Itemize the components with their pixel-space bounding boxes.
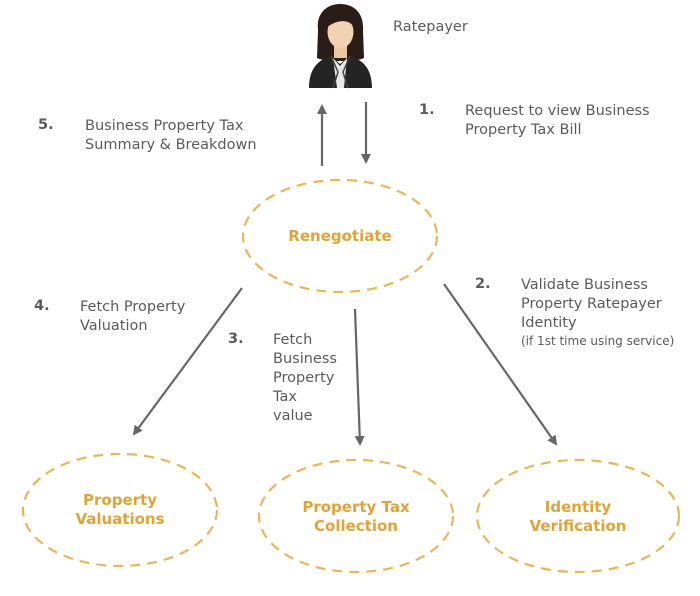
step-3-number: 3. (228, 331, 244, 347)
ratepayer-label: Ratepayer (393, 19, 468, 35)
property-tax-collection-node (257, 458, 455, 574)
arrow-step-3 (353, 308, 365, 446)
property-tax-collection-label: Property Tax Collection (302, 498, 410, 535)
step-4-text: Fetch Property Valuation (80, 299, 186, 334)
identity-verification-label: Identity Verification (529, 498, 627, 535)
step-4-number: 4. (34, 298, 50, 314)
step-1-number: 1. (419, 102, 435, 118)
renegotiate-node (241, 178, 439, 294)
renegotiate-label: Renegotiate (288, 227, 392, 245)
step-1-text: Request to view Business Property Tax Bi… (465, 103, 650, 138)
step-5-number: 5. (38, 117, 54, 133)
property-valuations-node (21, 452, 219, 568)
step-3-text: Fetch Business Property Tax value (273, 332, 337, 424)
step-5-text: Business Property Tax Summary & Breakdow… (85, 118, 257, 153)
property-valuations-label: Property Valuations (75, 491, 165, 528)
identity-verification-node (475, 458, 681, 574)
arrow-step-2 (443, 283, 558, 446)
step-2-note: (if 1st time using service) (521, 334, 675, 348)
step-2-number: 2. (475, 276, 491, 292)
arrow-step-4 (132, 287, 243, 436)
step-2-text: Validate Business Property Ratepayer Ide… (521, 277, 662, 331)
ratepayer-avatar-icon (309, 4, 372, 89)
